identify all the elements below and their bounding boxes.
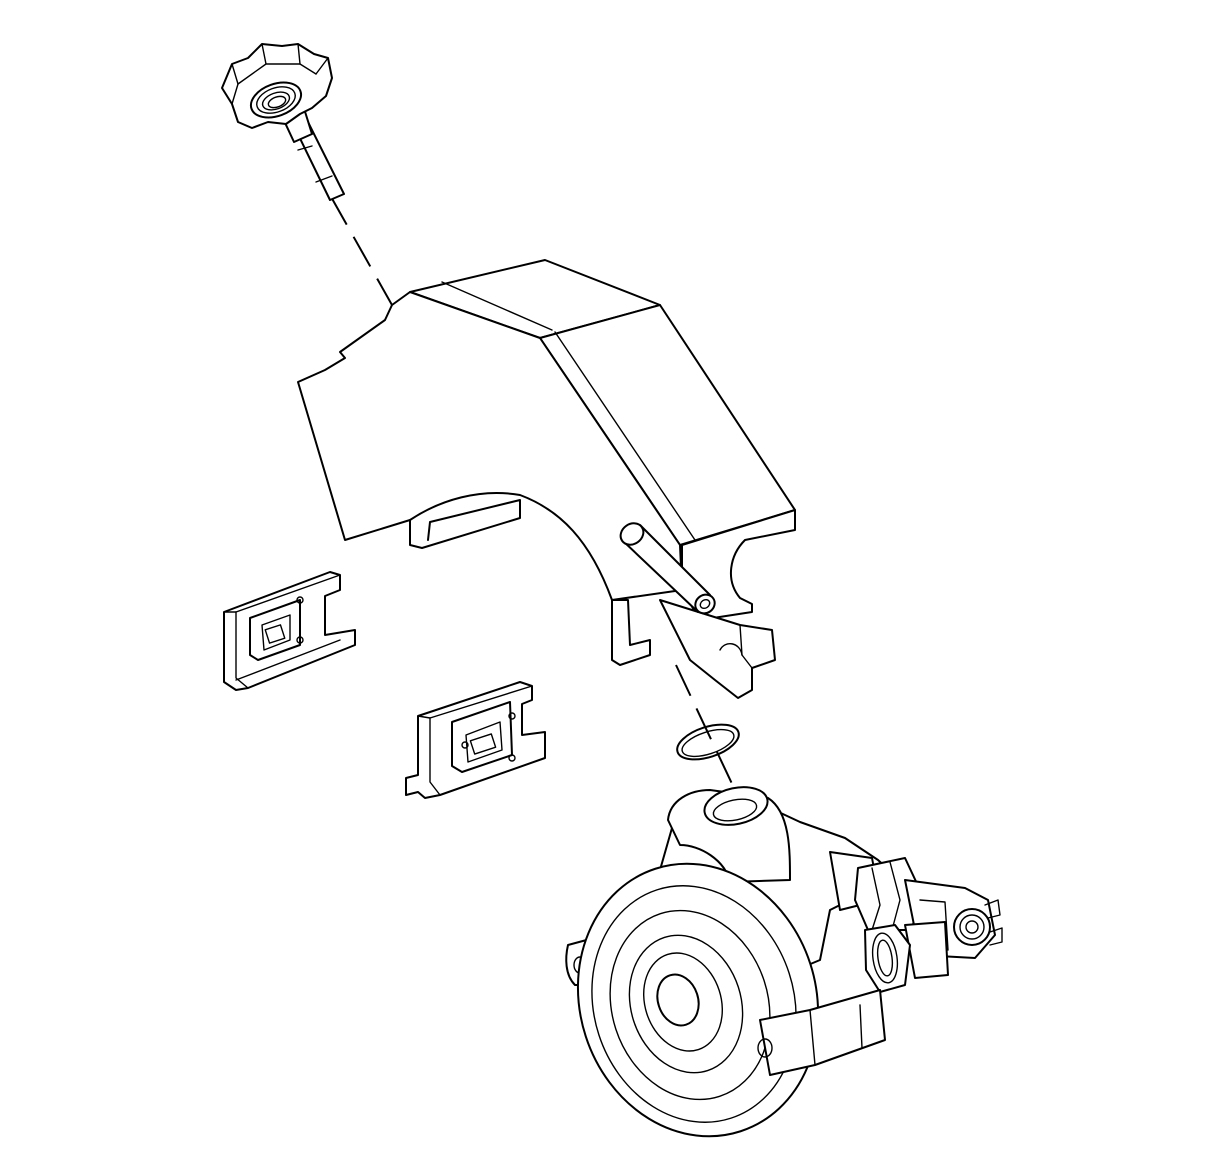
bracket-left-pad	[249, 599, 301, 661]
reservoir-arch-rail	[409, 499, 521, 549]
o-ring-seal	[676, 723, 740, 761]
reservoir-outlet-spout	[659, 599, 776, 699]
o-ring	[676, 723, 740, 761]
reservoir-body	[297, 291, 683, 601]
mounting-bracket-right	[405, 681, 546, 799]
cap-alignment-guide	[329, 194, 393, 306]
flow-control-valve	[953, 908, 991, 946]
fluid-reservoir	[297, 259, 796, 699]
pump-inlet-port	[703, 786, 769, 826]
pump-alignment-guide	[675, 664, 743, 806]
reservoir-cap	[221, 43, 345, 201]
reservoir-lower-lobe	[681, 509, 796, 621]
pump-connector	[864, 924, 911, 993]
reservoir-arch-foot	[611, 599, 651, 666]
power-steering-pump	[565, 786, 1003, 1138]
mounting-bracket-left	[223, 571, 356, 691]
pump-shaft	[656, 973, 700, 1027]
cap-seal-ring	[249, 81, 303, 119]
